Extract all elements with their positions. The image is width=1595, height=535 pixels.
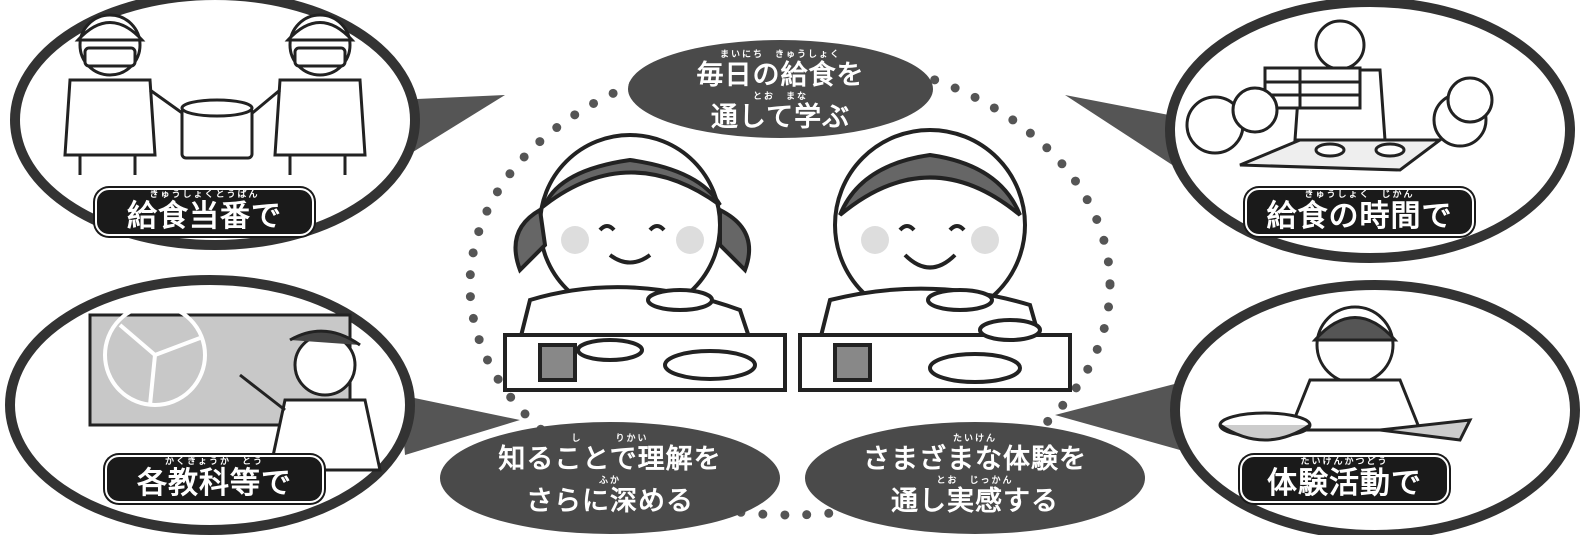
experience-ruby-2: とお じっかん [936, 476, 1014, 486]
label-lunch-time-text: 給食の時間で [1266, 199, 1453, 234]
tail-bottom-right [1055, 380, 1190, 450]
label-hands-on-text: 体験活動で [1267, 466, 1422, 501]
experience-bubble: たいけん さまざまな体験を とお じっかん 通し実感する [805, 422, 1145, 534]
label-lunch-time: きゅうしょく じかん 給食の時間で [1245, 188, 1474, 236]
experience-line-1: さまざまな体験を [863, 444, 1087, 475]
tail-bottom-left [400, 395, 520, 455]
understanding-bubble: し りかい 知ることで理解を ふか さらに深める [440, 422, 780, 534]
ruby-serving-duty: きゅうしょくとうばん [149, 190, 260, 200]
understanding-ruby-1: し りかい [571, 434, 649, 444]
label-serving-duty-text: 給食当番で [127, 199, 282, 234]
center-title-line-1: 毎日の給食を [696, 60, 865, 91]
understanding-line-1: 知ることで理解を [498, 444, 722, 475]
label-subject-class-text: 各教科等で [137, 466, 292, 501]
experience-line-2: 通し実感する [891, 486, 1059, 517]
tail-top-right [1065, 95, 1195, 170]
label-hands-on: たいけんかつどう 体験活動で [1240, 455, 1449, 503]
ruby-hands-on: たいけんかつどう [1300, 457, 1389, 467]
center-kids-scene [503, 128, 1072, 392]
ruby-lunch-time: きゅうしょく じかん [1304, 190, 1415, 200]
label-serving-duty: きゅうしょくとうばん 給食当番で [95, 188, 314, 236]
center-title-line-2: 通して学ぶ [710, 102, 851, 133]
understanding-line-2: さらに深める [526, 486, 694, 517]
subject-class-scene [88, 303, 382, 472]
tail-top-left [395, 95, 505, 160]
label-subject-class: かくきょうか とう 各教科等で [105, 455, 324, 503]
center-title-ruby-1: まいにち きゅうしょく [719, 50, 841, 60]
hands-on-activity-scene [1218, 305, 1473, 442]
understanding-ruby-2: ふか [598, 476, 621, 486]
ruby-subject-class: かくきょうか とう [164, 457, 264, 467]
lunch-time-scene [1185, 19, 1494, 172]
center-title-bubble: まいにち きゅうしょく 毎日の給食を とお まな 通して学ぶ [628, 40, 933, 138]
experience-ruby-1: たいけん [952, 434, 997, 444]
serving-duty-scene [63, 13, 367, 175]
dotted-ring [465, 50, 1115, 520]
center-title-ruby-2: とお まな [752, 92, 808, 102]
